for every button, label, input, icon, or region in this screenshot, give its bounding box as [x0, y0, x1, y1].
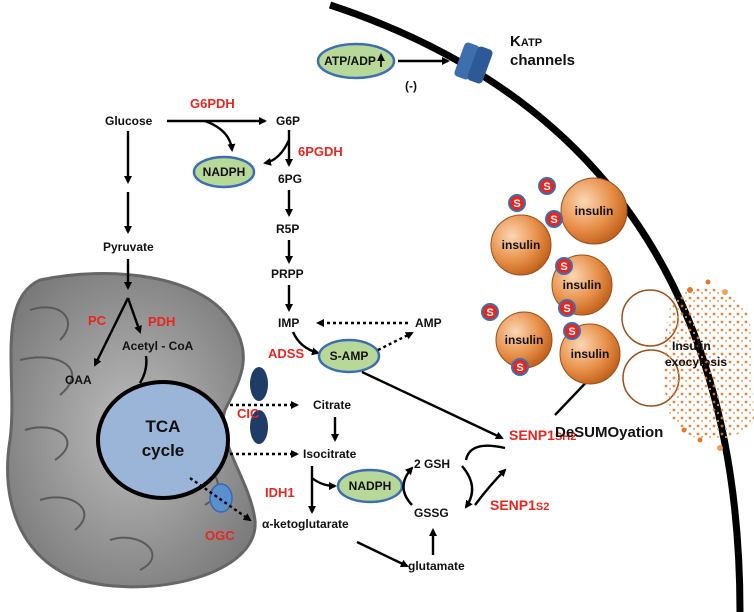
exocytosis-cloud [663, 279, 754, 451]
svg-text:S: S [513, 198, 520, 210]
pdh-arrow [126, 297, 142, 334]
katp-channels-label: channels [510, 52, 575, 69]
6pg-label: 6PG [278, 172, 302, 186]
senp1-sh2-curve [464, 444, 506, 461]
cic-label: CIC [237, 406, 260, 421]
pc-arrow [93, 297, 130, 367]
acetyl-coa-label: Acetyl - CoA [122, 339, 194, 353]
acetyl-to-tca-line [138, 355, 148, 384]
pdh-label: PDH [148, 314, 175, 329]
svg-text:S: S [550, 214, 557, 226]
ogc-label: OGC [205, 528, 235, 543]
samp-node [317, 338, 381, 374]
sumo-tag: S [538, 177, 556, 195]
atp-adp-node [316, 42, 396, 80]
imp-label: IMP [278, 316, 299, 330]
katp-label: KATP [510, 33, 542, 50]
svg-text:S: S [516, 362, 523, 374]
tca-cycle: TCA cycle [96, 380, 230, 500]
r5p-label: R5P [276, 222, 299, 236]
svg-text:insulin: insulin [563, 278, 602, 292]
insulin-granule: insulin [495, 311, 553, 369]
nadph-node-2 [336, 468, 404, 504]
idh1-label: IDH1 [265, 485, 295, 500]
senp1-s2-label: SENP1S2 [490, 497, 549, 513]
akg-to-glutamate-arrow [356, 540, 409, 568]
citrate-label: Citrate [313, 398, 351, 412]
ogc-export-arrow [189, 477, 252, 522]
sumo-tag: S [563, 322, 581, 340]
senp1-sh2-label: SENP1SH2 [509, 427, 576, 443]
svg-text:S: S [563, 303, 570, 315]
nadph-branch-arrow [204, 119, 236, 152]
nadph-label-1: NADPH [203, 165, 246, 179]
sumo-tag: S [481, 303, 499, 321]
ogc-transporter [209, 483, 233, 513]
tca-label-line2: cycle [142, 441, 185, 460]
sumo-tag: S [508, 194, 526, 212]
glucose-label: Glucose [105, 114, 153, 128]
cell-membrane [328, 1, 744, 612]
svg-text:insulin: insulin [575, 204, 614, 218]
atp-adp-label: ATP/ADP [324, 54, 376, 68]
amp-label: AMP [415, 316, 442, 330]
adss-label: ADSS [268, 346, 304, 361]
akg-label: α-ketoglutarate [262, 517, 349, 531]
sumo-tags: S S S S S S S S [481, 177, 581, 376]
citrate-transporter [250, 367, 268, 401]
tca-label-line1: TCA [146, 417, 181, 436]
6pgdh-nadph-arrow [263, 139, 291, 166]
sumo-tag: S [545, 210, 563, 228]
pc-label: PC [88, 313, 107, 328]
isocitrate-label: Isocitrate [303, 447, 357, 461]
gsh-label: 2 GSH [414, 457, 450, 471]
glutamate-label: glutamate [408, 559, 465, 573]
sumo-tag: S [555, 257, 573, 275]
nadph-label-2: NADPH [349, 479, 392, 493]
nadph-node-1 [192, 155, 256, 189]
g6p-label: G6P [276, 114, 300, 128]
cic-transporter [250, 410, 268, 444]
sumo-tag: S [511, 358, 529, 376]
exocytosis-label-line1: Insulin [672, 339, 711, 353]
gsh-to-gssg-arrow [461, 465, 474, 509]
svg-text:S: S [486, 307, 493, 319]
samp-label: S-AMP [330, 349, 369, 363]
6pgdh-label: 6PGDH [298, 144, 343, 159]
g6pdh-label: G6PDH [190, 96, 235, 111]
svg-text:insulin: insulin [505, 333, 544, 347]
samp-to-senp1-arrow [361, 370, 504, 440]
insulin-granule: insulin [560, 177, 628, 245]
senp1-s2-to-sh2-arrow [474, 468, 507, 506]
exocytosis-label-line2: exocytosis [665, 355, 727, 369]
idh1-nadph-arrow [311, 477, 337, 490]
svg-text:insulin: insulin [571, 347, 610, 361]
svg-text:S: S [560, 261, 567, 273]
sumo-tag: S [558, 299, 576, 317]
svg-text:S: S [568, 326, 575, 338]
imp-to-samp-arrow [291, 331, 320, 356]
inhibition-minus-label: (-) [405, 79, 417, 93]
svg-text:S: S [543, 181, 550, 193]
gssg-to-gsh-arrow [402, 466, 414, 506]
samp-to-amp-arrow [377, 331, 414, 352]
prpp-label: PRPP [271, 267, 304, 281]
katp-channel-icon [454, 42, 493, 84]
pyruvate-label: Pyruvate [103, 240, 154, 254]
gssg-label: GSSG [414, 506, 449, 520]
svg-text:insulin: insulin [502, 238, 541, 252]
desumoylation-label: DeSUMOyation [555, 424, 663, 441]
insulin-granule: insulin [490, 214, 552, 276]
oaa-label: OAA [65, 373, 92, 387]
